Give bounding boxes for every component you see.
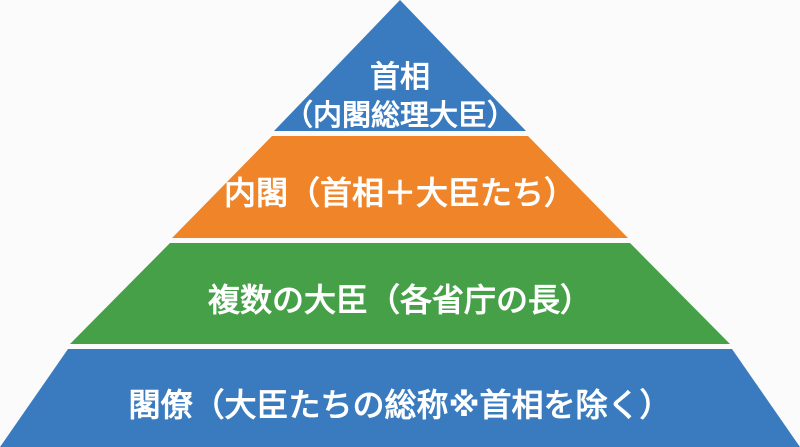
- layer-3-label: 複数の大臣（各省庁の長）: [207, 281, 592, 319]
- pyramid-layer-4-cabinet-members: [0, 349, 800, 447]
- layer-4-label: 閣僚（大臣たちの総称※首相を除く）: [128, 386, 672, 424]
- pyramid-layer-2-cabinet: [172, 136, 628, 238]
- pyramid-layer-3-ministers: [70, 243, 730, 344]
- layer-1-title: 首相: [370, 60, 430, 95]
- layer-2-label: 内閣（首相＋大臣たち）: [223, 174, 576, 212]
- pyramid-layer-1-prime-minister: [274, 0, 526, 131]
- layer-1-subtitle: （内閣総理大臣）: [283, 98, 516, 132]
